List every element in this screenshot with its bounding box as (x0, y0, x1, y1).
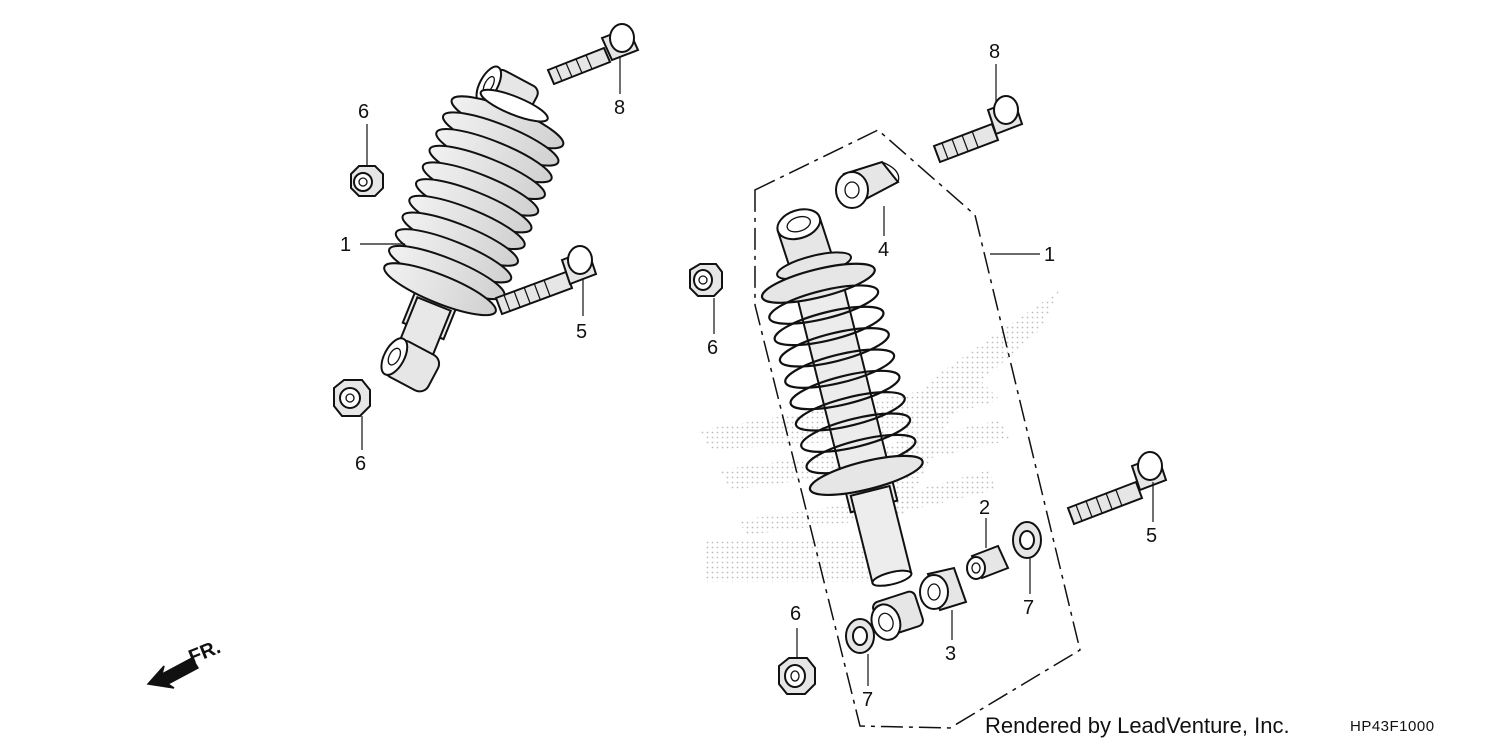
diagram-code: HP43F1000 (1350, 718, 1435, 735)
right-dust-seal-left-7 (845, 618, 875, 654)
callout-right-dust-seal-right: 7 (1023, 597, 1034, 619)
right-shock-lower-eye (870, 590, 924, 641)
callout-right-lower-bolt: 5 (1146, 525, 1157, 547)
front-arrow-icon (146, 657, 200, 689)
left-shock-assembly (333, 23, 640, 417)
right-lower-bolt-5 (1066, 451, 1168, 526)
callout-left-upper-bolt: 8 (614, 97, 625, 119)
right-lower-nut-6 (778, 657, 816, 695)
callout-right-shock: 1 (1044, 244, 1055, 266)
right-bushing-4 (835, 160, 900, 209)
callout-right-collar: 2 (979, 497, 990, 519)
callout-left-lower-bolt: 5 (576, 321, 587, 343)
callout-right-upper-bolt: 8 (989, 41, 1000, 63)
left-leader-lines (360, 56, 621, 450)
callout-right-dust-seal-left: 7 (862, 689, 873, 711)
left-upper-nut-6 (350, 165, 384, 197)
left-lower-bolt-5 (494, 245, 598, 316)
callout-right-upper-nut: 6 (707, 337, 718, 359)
right-bushing-3 (919, 566, 968, 612)
left-upper-bolt-8 (546, 23, 640, 86)
callout-right-bushing-upper: 4 (878, 239, 889, 261)
callout-right-bushing-lower: 3 (945, 643, 956, 665)
callout-left-lower-nut: 6 (355, 453, 366, 475)
right-upper-nut-6 (689, 263, 723, 297)
callout-left-upper-nut: 6 (358, 101, 369, 123)
right-shock-spring (760, 251, 924, 587)
right-shock-assembly (689, 95, 1168, 695)
front-label: FR. (186, 636, 224, 668)
front-direction-indicator: FR. (146, 636, 224, 689)
left-shock-lower-eye (380, 337, 441, 393)
right-collar-2 (966, 544, 1010, 580)
left-lower-nut-6 (333, 379, 371, 417)
right-assembly-boundary (754, 129, 1081, 729)
right-dust-seal-right-7 (1012, 521, 1042, 559)
callout-right-lower-nut: 6 (790, 603, 801, 625)
footer-credit: Rendered by LeadVenture, Inc. (985, 713, 1290, 738)
left-shock-spring (383, 88, 565, 368)
right-upper-bolt-8 (932, 95, 1024, 164)
callout-left-shock: 1 (340, 234, 351, 256)
right-leader-lines (713, 64, 1154, 686)
